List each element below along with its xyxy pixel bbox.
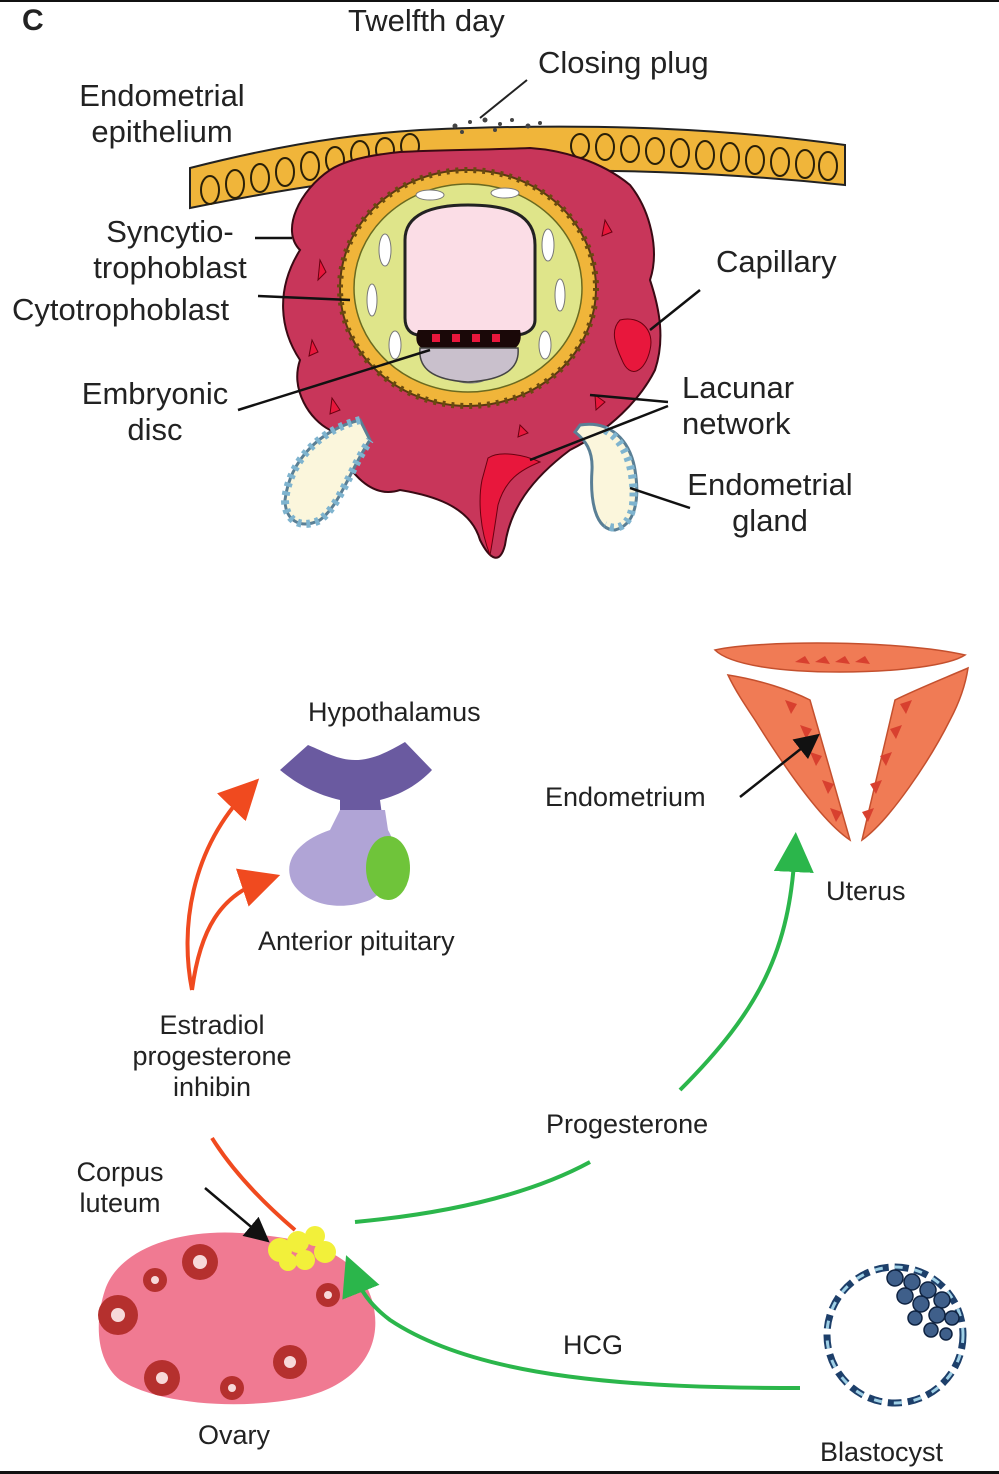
hypothalamus-shape (280, 742, 432, 815)
stimulation-arrows-green (342, 832, 814, 1390)
blastocyst-cavity (403, 203, 537, 337)
lacunar-network-label: Lacunar network (682, 370, 795, 441)
yolk-sac (419, 347, 519, 383)
corpus-luteum-shape (268, 1226, 336, 1271)
progesterone-label: Progesterone (546, 1109, 709, 1139)
embryonic-disc-label: Embryonic disc (81, 376, 229, 447)
endometrial-gland-right (572, 422, 639, 532)
embryonic-disc-marks (432, 334, 500, 342)
blastocyst-label: Blastocyst (820, 1437, 944, 1467)
hcg-label: HCG (563, 1330, 623, 1360)
uterus-shape (713, 642, 969, 842)
hypothalamus-label: Hypothalamus (308, 697, 481, 727)
syncytiotrophoblast-label: Syncytio- trophoblast (93, 214, 247, 285)
lacunar-network (308, 218, 652, 557)
ovary-shape (98, 1226, 376, 1405)
top-pointer-lines (237, 236, 701, 510)
cytotrophoblast-label: Cytotrophoblast (12, 292, 230, 327)
endometrial-gland-label: Endometrial gland (687, 467, 853, 538)
endometrium-label: Endometrium (545, 782, 706, 812)
posterior-pituitary-lobe (366, 836, 410, 900)
bottom-border (0, 1471, 999, 1474)
top-border (0, 0, 999, 2)
anterior-pituitary-label: Anterior pituitary (258, 926, 455, 956)
blastocyst-shape (823, 1263, 967, 1407)
feedback-arrows-red (185, 778, 297, 1232)
capillary-label: Capillary (716, 244, 837, 279)
endometrial-gland-left (280, 416, 374, 528)
closing-plug (452, 117, 542, 134)
closing-plug-label: Closing plug (538, 45, 709, 80)
cytotrophoblast-cells (337, 167, 599, 409)
panel-title: Twelfth day (348, 3, 505, 38)
hormones-label: Estradiol progesterone inhibin (132, 1010, 292, 1103)
panel-letter: C (22, 4, 44, 37)
bottom-pointer-lines (204, 733, 820, 1243)
endometrial-epithelium-label: Endometrial epithelium (79, 78, 245, 149)
ovary-label: Ovary (198, 1420, 271, 1450)
uterus-label: Uterus (826, 876, 906, 906)
corpus-luteum-label: Corpus luteum (76, 1157, 164, 1219)
closing-plug-pointer (479, 79, 528, 119)
